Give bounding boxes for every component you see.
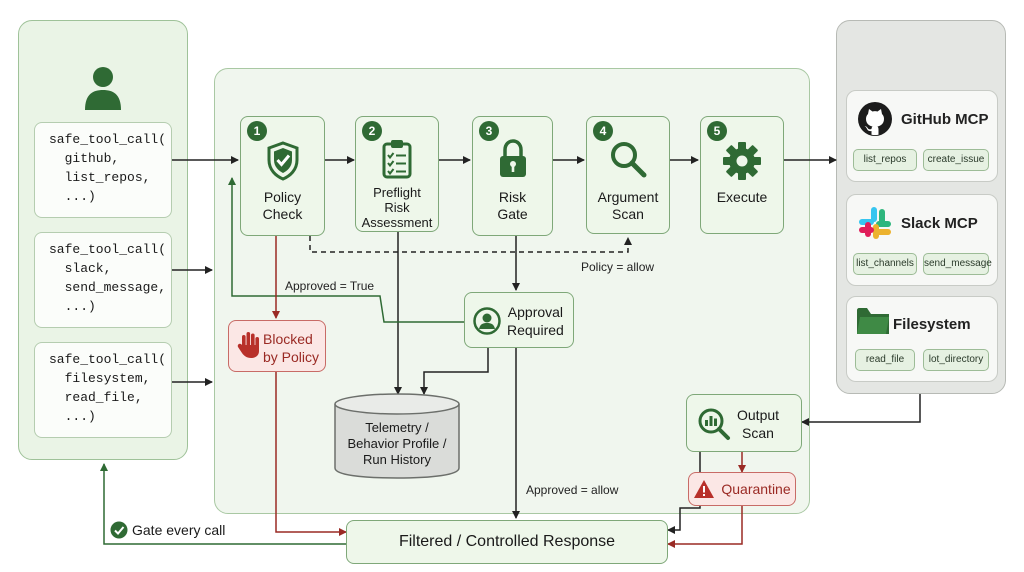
code-line: ...) (49, 189, 96, 204)
user-circle-icon (473, 307, 501, 335)
step-label: Risk (498, 189, 527, 205)
telemetry-label: Run History (363, 452, 431, 467)
step-number: 3 (479, 121, 499, 141)
service-github-mcp[interactable]: GitHub MCP list_repos create_issue (846, 90, 998, 182)
step-preflight-risk-assessment[interactable]: 2 Preflight Risk Assessment (355, 116, 439, 232)
service-filesystem[interactable]: Filesystem read_file lot_directory (846, 296, 998, 382)
step-label: Risk (384, 200, 410, 215)
code-line: send_message, (49, 280, 167, 295)
step-execute[interactable]: 5 Execute (700, 116, 784, 234)
code-line: github, (49, 151, 120, 166)
telemetry-label: Behavior Profile / (347, 436, 447, 451)
step-label: Preflight (373, 185, 421, 200)
gear-icon (723, 142, 761, 180)
approval-required[interactable]: Approval Required (464, 292, 574, 348)
github-icon (858, 102, 892, 136)
service-slack-mcp[interactable]: Slack MCP list_channels send_message (846, 194, 998, 286)
step-argument-scan[interactable]: 4 Argument Scan (586, 116, 670, 234)
client-call-slack[interactable]: safe_tool_call( slack, send_message, ...… (34, 232, 172, 328)
service-title: Filesystem (893, 316, 971, 333)
step-label: Assessment (361, 215, 433, 230)
step-label: Scan (612, 206, 644, 222)
service-title: Slack MCP (901, 215, 978, 232)
approval-label: Required (507, 322, 564, 338)
code-line: list_repos, (49, 170, 151, 185)
edge-label-approved-true: Approved = True (285, 279, 375, 293)
warning-icon (694, 480, 715, 498)
response-label: Filtered / Controlled Response (398, 533, 616, 550)
check-circle-icon (110, 521, 128, 539)
step-risk-gate[interactable]: 3 Risk Gate (472, 116, 553, 236)
blocked-label: Blocked (263, 331, 313, 347)
lock-icon (499, 139, 526, 177)
quarantine[interactable]: Quarantine (688, 472, 796, 506)
step-number: 5 (707, 121, 727, 141)
user-icon (85, 67, 121, 110)
step-label: Execute (716, 189, 768, 205)
code-line: slack, (49, 261, 112, 276)
client-call-github[interactable]: safe_tool_call( github, list_repos, ...) (34, 122, 172, 218)
step-label: Check (262, 206, 303, 222)
tool-chip[interactable]: create_issue (923, 149, 989, 171)
folder-icon (857, 308, 889, 334)
tool-chip[interactable]: list_repos (853, 149, 917, 171)
step-number: 2 (362, 121, 382, 141)
code-line: ...) (49, 299, 96, 314)
gate-every-call-label: Gate every call (132, 522, 226, 538)
edge-label-approved-allow: Approved = allow (526, 483, 619, 497)
code-line: safe_tool_call( (49, 352, 167, 367)
code-line: safe_tool_call( (49, 132, 167, 147)
blocked-label: by Policy (263, 349, 320, 365)
edge-label-policy-allow: Policy = allow (581, 260, 655, 274)
clipboard-checklist-icon (382, 140, 412, 179)
step-label: Policy (263, 189, 302, 205)
output-scan[interactable]: Output Scan (686, 394, 802, 452)
shield-check-icon (267, 141, 298, 181)
approval-label: Approval (507, 304, 564, 320)
tool-chip[interactable]: send_message (923, 253, 992, 275)
hand-stop-icon (237, 332, 259, 358)
step-label: Gate (497, 206, 528, 222)
step-number: 4 (593, 121, 613, 141)
tool-chip[interactable]: list_channels (853, 253, 917, 275)
code-line: read_file, (49, 390, 143, 405)
slack-icon (859, 207, 891, 239)
magnifier-chart-icon (698, 408, 730, 440)
gate-every-call: Gate every call (110, 521, 225, 539)
code-line: ...) (49, 409, 96, 424)
telemetry-database-icon (334, 393, 460, 479)
client-call-filesystem[interactable]: safe_tool_call( filesystem, read_file, .… (34, 342, 172, 438)
step-policy-check[interactable]: 1 Policy Check (240, 116, 325, 236)
magnifier-icon (611, 142, 647, 178)
telemetry-label: Telemetry / (365, 420, 429, 435)
blocked-by-policy[interactable]: Blocked by Policy (228, 320, 326, 372)
step-number: 1 (247, 121, 267, 141)
filtered-controlled-response[interactable]: Filtered / Controlled Response (346, 520, 668, 564)
code-line: filesystem, (49, 371, 151, 386)
quarantine-label: Quarantine (721, 481, 791, 497)
code-line: safe_tool_call( (49, 242, 167, 257)
output-scan-label: Scan (742, 425, 774, 441)
telemetry-store[interactable]: Telemetry / Behavior Profile / Run Histo… (332, 420, 462, 468)
step-label: Argument (597, 189, 659, 205)
tool-chip[interactable]: lot_directory (923, 349, 989, 371)
output-scan-label: Output (737, 407, 780, 423)
tool-chip[interactable]: read_file (855, 349, 915, 371)
service-title: GitHub MCP (901, 111, 989, 128)
